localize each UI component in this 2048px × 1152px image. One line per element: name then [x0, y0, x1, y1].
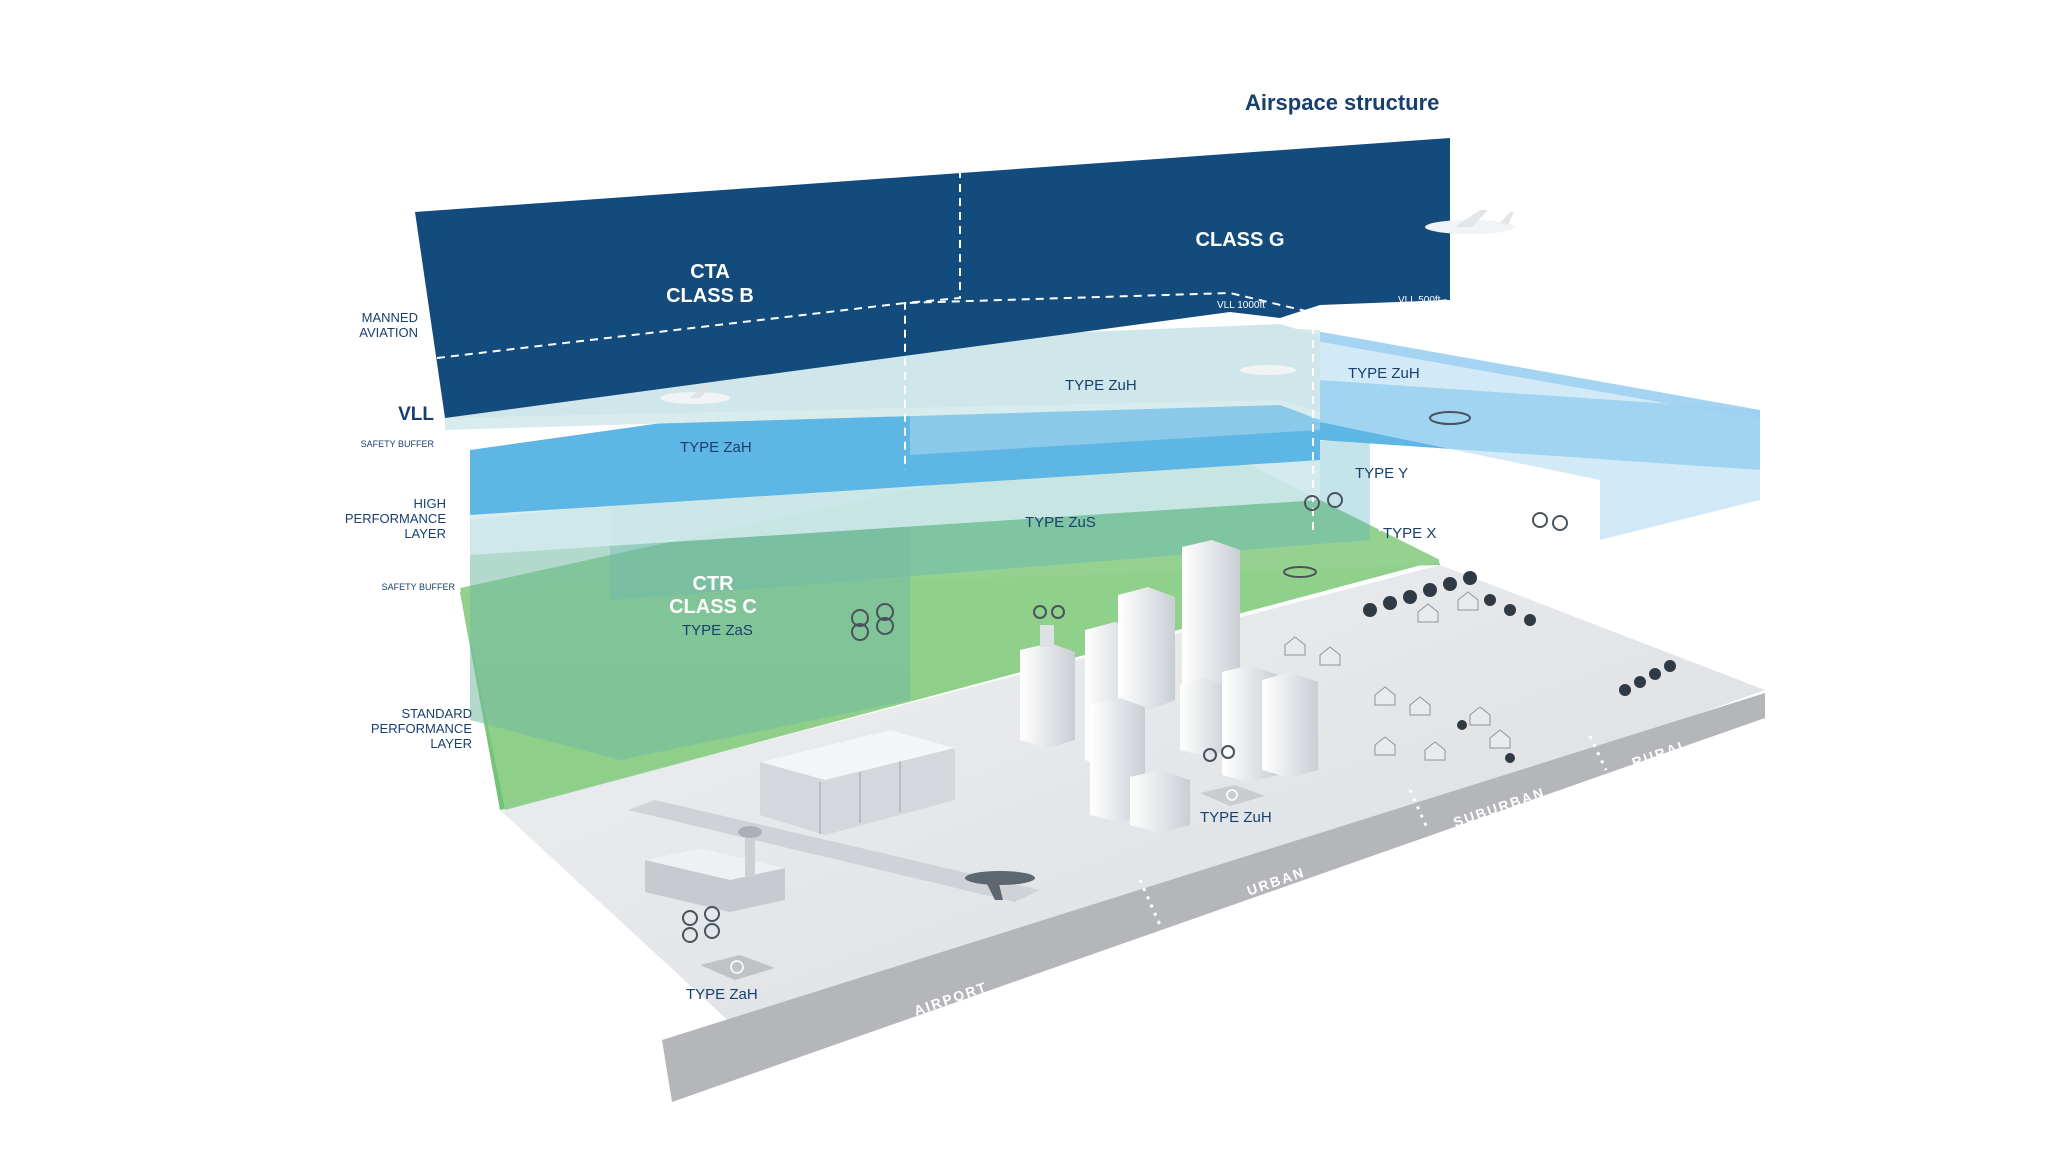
manned-aviation-layer: [415, 138, 1450, 418]
airplane-icon-zuh: [1240, 365, 1296, 375]
vll-1000-tag: VLL 1000ft: [1217, 300, 1265, 311]
helicopter-icon-zuh: [1429, 411, 1471, 425]
type-y: TYPE Y: [1355, 465, 1408, 482]
label-standard-performance-2: PERFORMANCE: [371, 721, 472, 736]
type-zuh-upper-right: TYPE ZuH: [1348, 365, 1420, 382]
helipad-urban: [1200, 785, 1265, 806]
airplane-icon-class-g: [1425, 210, 1515, 234]
runway: [628, 800, 1040, 902]
type-x-boundary: [1379, 496, 1441, 570]
label-manned-aviation-2: AVIATION: [359, 325, 418, 340]
label-safety-buffer-top: SAFETY BUFFER: [361, 439, 435, 449]
label-high-performance-2: PERFORMANCE: [345, 511, 446, 526]
type-x: TYPE X: [1383, 525, 1436, 542]
ctr-label-line2: CLASS C: [669, 596, 757, 618]
trees: [1363, 571, 1676, 763]
label-standard-performance-1: STANDARD: [401, 706, 472, 721]
left-layer-labels: MANNED AVIATION VLL SAFETY BUFFER HIGH P…: [345, 310, 472, 751]
drone-icon-ground-urban: [1203, 745, 1235, 762]
control-tower: [745, 832, 755, 877]
helipad-airport: [700, 955, 775, 980]
airplane-icon-runway: [965, 871, 1035, 900]
cta-label-line2: CLASS B: [666, 285, 754, 307]
class-g-label: CLASS G: [1196, 229, 1285, 251]
ctr-label-line1: CTR: [692, 573, 734, 595]
drone-icon-y: [1304, 492, 1343, 511]
helicopter-icon-zus: [1283, 566, 1317, 578]
label-safety-buffer-bottom: SAFETY BUFFER: [382, 582, 456, 592]
drone-icon-zas: [851, 603, 894, 641]
diagram-title: Airspace structure: [1245, 90, 1439, 115]
label-standard-performance-3: LAYER: [430, 736, 472, 751]
city-buildings: [1020, 540, 1318, 833]
terminal: [645, 826, 785, 912]
suburban-houses: [1284, 591, 1511, 761]
rooftop-tower: [1040, 625, 1054, 647]
cta-label-line1: CTA: [690, 261, 730, 283]
drone-icons: [682, 411, 1568, 943]
drone-icon-airport: [682, 906, 720, 943]
type-zuh-ground: TYPE ZuH: [1200, 809, 1272, 826]
hangar: [760, 730, 955, 835]
label-vll: VLL: [398, 404, 434, 425]
type-zah-upper: TYPE ZaH: [680, 439, 752, 456]
label-manned-aviation-1: MANNED: [362, 310, 418, 325]
label-high-performance-3: LAYER: [404, 526, 446, 541]
road-strip: [662, 693, 1765, 1102]
drone-icon-urban: [1033, 605, 1065, 619]
safety-buffer-bottom: [470, 460, 1320, 555]
airplane-icon-vll: [660, 385, 730, 404]
vll-500-tag: VLL 500ft: [1398, 295, 1441, 306]
drone-icon-x: [1532, 512, 1568, 531]
vll-dashed-line: [436, 291, 1451, 359]
type-zas: TYPE ZaS: [682, 622, 753, 639]
type-zus: TYPE ZuS: [1025, 514, 1096, 531]
type-zuh-upper-mid: TYPE ZuH: [1065, 377, 1137, 394]
label-high-performance-1: HIGH: [414, 496, 447, 511]
type-zah-ground: TYPE ZaH: [686, 986, 758, 1003]
cta-boundary-dashed: [904, 170, 961, 470]
